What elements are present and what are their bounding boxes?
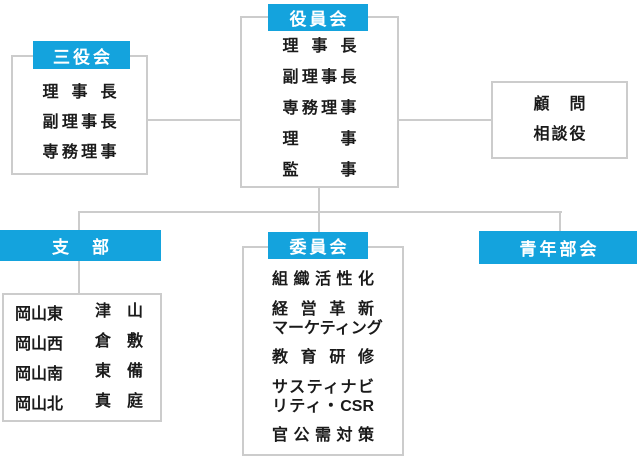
branches-box: 岡山東 津 山 岡山西 倉 敷 岡山南 東 備 岡山北 真 庭 — [2, 293, 162, 422]
committee-name: 教 育 研 修 — [272, 349, 374, 366]
committee-name: 官 公 需 対 策 — [272, 427, 374, 444]
committees-title: 委員会 — [289, 238, 350, 257]
board-member-row: 副理事長 — [242, 62, 397, 93]
committees-list: 組 織 活 性 化 経 営 革 新 マーケティング 教 育 研 修 サスティナビ… — [244, 248, 402, 446]
branch-name: 津 山 — [95, 303, 144, 320]
committees-tab: 委員会 — [268, 232, 368, 259]
branch-name: 倉 敷 — [95, 333, 144, 350]
connector-board-down — [318, 188, 320, 213]
branch-row: 岡山南 東 備 — [4, 357, 160, 387]
executive-council-title: 三役会 — [53, 47, 113, 67]
advisor: 顧 問 — [533, 96, 586, 113]
youth-division-title: 青年部会 — [519, 240, 600, 259]
branch-name: 真 庭 — [95, 393, 144, 410]
committee-name: マーケティング — [272, 320, 383, 337]
connector-drop-youth — [559, 211, 561, 232]
connector-lower-horizontal — [78, 211, 562, 213]
board-tab: 役員会 — [268, 4, 368, 31]
executive-council-tab: 三役会 — [33, 41, 130, 69]
board-member-row: 監 事 — [242, 155, 397, 186]
executive-council-box: 理 事 長 副理事長 専務理事 — [11, 55, 148, 175]
branches-title: 支 部 — [52, 238, 112, 257]
connector-board-to-advisors — [399, 119, 491, 121]
committee-item: サスティナビ リティ・CSR — [244, 378, 402, 416]
committee-name: リティ・CSR — [272, 398, 374, 415]
advisor-row: 相談役 — [493, 120, 626, 150]
committees-box: 組 織 活 性 化 経 営 革 新 マーケティング 教 育 研 修 サスティナビ… — [242, 246, 404, 456]
executive-council-row: 専務理事 — [13, 138, 146, 168]
board-title: 役員会 — [289, 10, 350, 29]
committee-name: サスティナビ — [272, 379, 374, 396]
executive-council-row: 副理事長 — [13, 108, 146, 138]
executive-council-member: 専務理事 — [42, 144, 117, 161]
committee-item: 官 公 需 対 策 — [244, 426, 402, 446]
board-member: 副理事長 — [282, 68, 357, 86]
branch-name: 岡山南 — [15, 366, 64, 383]
advisors-box: 顧 問 相談役 — [491, 81, 628, 159]
committee-name: 組 織 活 性 化 — [272, 271, 374, 288]
board-member-row: 専務理事 — [242, 93, 397, 124]
committee-item: 組 織 活 性 化 — [244, 270, 402, 290]
committee-name: 経 営 革 新 — [272, 301, 374, 318]
branch-name: 岡山東 — [15, 306, 64, 323]
board-member: 理 事 — [282, 130, 357, 148]
committee-item: 教 育 研 修 — [244, 348, 402, 368]
connector-drop-committees — [318, 211, 320, 234]
advisor: 相談役 — [533, 126, 586, 143]
committee-item: 経 営 革 新 マーケティング — [244, 300, 402, 338]
branch-name: 岡山北 — [15, 396, 64, 413]
branches-list: 岡山東 津 山 岡山西 倉 敷 岡山南 東 備 岡山北 真 庭 — [4, 295, 160, 417]
connector-council-to-board — [148, 119, 240, 121]
board-member-row: 理 事 — [242, 124, 397, 155]
executive-council-member: 理 事 長 — [42, 84, 117, 101]
branch-row: 岡山西 倉 敷 — [4, 327, 160, 357]
executive-council-member: 副理事長 — [42, 114, 117, 131]
board-member: 監 事 — [282, 161, 357, 179]
board-member-row: 理 事 長 — [242, 31, 397, 62]
advisors-list: 顧 問 相談役 — [493, 83, 626, 150]
advisor-row: 顧 問 — [493, 90, 626, 120]
board-member-list: 理 事 長 副理事長 専務理事 理 事 監 事 — [242, 18, 397, 186]
board-box: 理 事 長 副理事長 専務理事 理 事 監 事 — [240, 16, 399, 188]
board-member: 理 事 長 — [282, 37, 357, 55]
branch-row: 岡山東 津 山 — [4, 297, 160, 327]
branch-name: 東 備 — [95, 363, 144, 380]
board-member: 専務理事 — [282, 99, 357, 117]
executive-council-list: 理 事 長 副理事長 専務理事 — [13, 57, 146, 168]
branches-bar: 支 部 — [0, 230, 161, 261]
branch-row: 岡山北 真 庭 — [4, 387, 160, 417]
youth-division-bar: 青年部会 — [479, 231, 637, 264]
executive-council-row: 理 事 長 — [13, 78, 146, 108]
branch-name: 岡山西 — [15, 336, 64, 353]
